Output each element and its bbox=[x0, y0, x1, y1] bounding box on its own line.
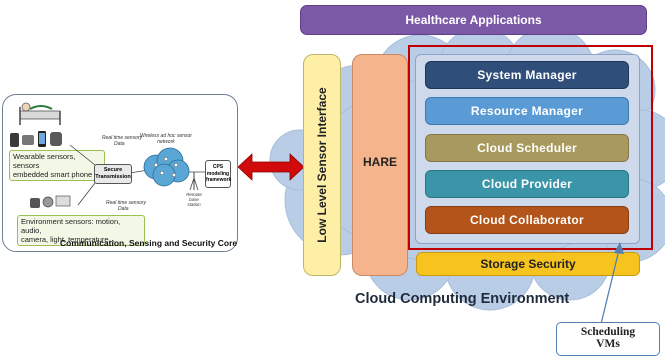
patient-bed-icon bbox=[19, 102, 61, 125]
secure-transmission-box: Secure Transmission bbox=[94, 164, 132, 184]
callout-arrow-icon bbox=[600, 242, 624, 325]
resource-manager-layer: Resource Manager bbox=[425, 97, 629, 125]
healthcare-applications-bar: Healthcare Applications bbox=[300, 5, 647, 35]
base-station-icon bbox=[189, 172, 199, 191]
sensor-network-cloud-icon bbox=[143, 147, 190, 187]
core-title: Communication, Sensing and Security Core bbox=[60, 238, 238, 248]
environment-sensors-label: Environment sensors: motion, audio, came… bbox=[17, 215, 145, 246]
cloud-provider-layer: Cloud Provider bbox=[425, 170, 629, 198]
scheduling-vms-callout: Scheduling VMs bbox=[556, 322, 660, 356]
storage-security-bar: Storage Security bbox=[416, 252, 640, 276]
cloud-collaborator-layer: Cloud Collaborator bbox=[425, 206, 629, 234]
cloud-environment-title: Cloud Computing Environment bbox=[355, 291, 570, 307]
environment-sensors-icon bbox=[30, 195, 71, 208]
system-manager-layer: System Manager bbox=[425, 61, 629, 89]
bidirectional-arrow-icon bbox=[238, 153, 304, 181]
wearable-sensors-label: Wearable sensors, sensors embedded smart… bbox=[9, 150, 105, 181]
cloud-scheduler-layer: Cloud Scheduler bbox=[425, 134, 629, 162]
cloud-services-highlight bbox=[408, 45, 653, 250]
hare-module: HARE bbox=[352, 54, 408, 276]
wearable-devices-icon bbox=[10, 131, 62, 147]
low-level-sensor-interface: Low Level Sensor Interface bbox=[303, 54, 341, 276]
left-connectors bbox=[69, 144, 205, 206]
